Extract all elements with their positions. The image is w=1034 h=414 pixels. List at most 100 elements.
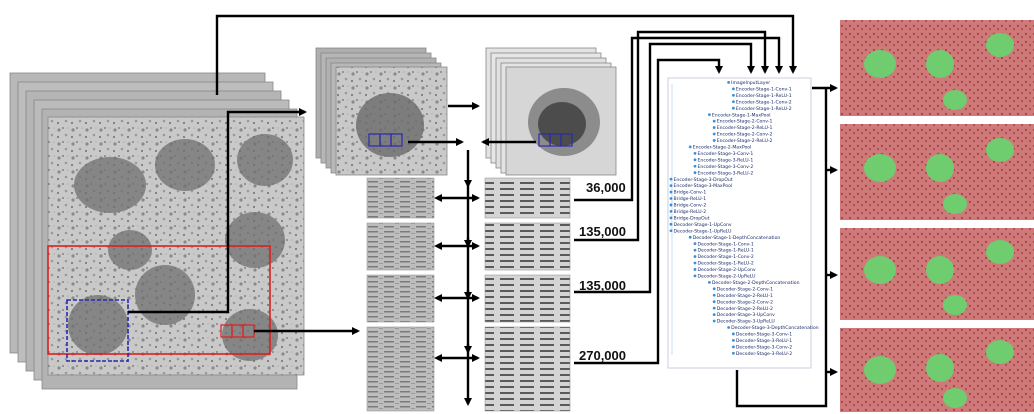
layer-label: Encoder-Stage-3-Conv-2 [698, 164, 754, 170]
layer-node [669, 177, 673, 181]
layer-node [712, 132, 716, 136]
layer-node [693, 171, 697, 175]
layer-label: ImageInputLayer [731, 80, 770, 86]
layer-node [669, 216, 673, 220]
layer-label: Encoder-Stage-1-Conv-1 [736, 86, 792, 92]
layer-label: Encoder-Stage-2-ReLU-1 [717, 125, 773, 131]
layer-label: Encoder-Stage-3-ReLU-2 [698, 170, 754, 176]
crop-blue-box [66, 299, 129, 362]
patch-count-4: 270,000 [579, 348, 626, 363]
layer-node [712, 319, 716, 323]
layer-node [669, 197, 673, 200]
layer-node [669, 190, 673, 194]
input-image-stack [9, 72, 305, 390]
layer-label: Decoder-Stage-1-UpReLU [674, 228, 732, 234]
patch-count-1: 36,000 [586, 180, 626, 195]
layer-label: Bridge-DropOut [674, 215, 710, 221]
layer-label: Encoder-Stage-1-Conv-2 [736, 99, 792, 105]
layer-label: Decoder-Stage-2-Conv-2 [717, 299, 773, 305]
layer-label: Bridge-ReLU-2 [674, 209, 707, 215]
layer-label: Bridge-Conv-2 [674, 203, 707, 209]
layer-node [693, 164, 697, 168]
layer-label: Encoder-Stage-3-DropOut [674, 177, 733, 183]
layer-label: Decoder-Stage-3-Conv-1 [736, 332, 792, 338]
layer-label: Encoder-Stage-1-MaxPool [712, 112, 771, 118]
layer-label: Encoder-Stage-2-MaxPool [693, 145, 752, 151]
layer-label: Decoder-Stage-3-UpReLU [717, 319, 775, 325]
cropped-image-stack [315, 47, 448, 176]
output-overlay-2 [840, 124, 1034, 220]
patch-count-2: 135,000 [579, 224, 626, 239]
label-mask-stack [485, 47, 617, 176]
layer-label: Decoder-Stage-3-UpConv [717, 312, 775, 318]
layer-label: Decoder-Stage-2-ReLU-2 [717, 306, 773, 312]
layer-label: Decoder-Stage-3-Conv-2 [736, 344, 792, 350]
layer-label: Decoder-Stage-3-ReLU-2 [736, 351, 792, 357]
layer-node [693, 242, 697, 246]
layer-label: Decoder-Stage-2-ReLU-1 [717, 293, 773, 299]
layer-node [732, 106, 735, 110]
layer-node [712, 313, 716, 316]
layer-node [669, 203, 673, 207]
layer-node [732, 93, 735, 97]
layer-label: Decoder-Stage-1-ReLU-2 [698, 261, 754, 267]
layer-node [693, 255, 697, 258]
patch-window-blue-1 [368, 133, 403, 147]
unet-layer-graph: ImageInputLayerEncoder-Stage-1-Conv-1Enc… [667, 77, 819, 369]
image-patch-column [366, 177, 435, 412]
layer-node [669, 229, 673, 233]
layer-node [732, 351, 735, 355]
layer-node [693, 158, 697, 162]
layer-node [669, 210, 673, 213]
patch-count-3: 135,000 [579, 278, 626, 293]
layer-node [727, 326, 730, 329]
layer-node [732, 87, 735, 91]
flow-arrows [128, 14, 838, 408]
layer-node [712, 119, 716, 123]
output-overlay-3 [840, 228, 1034, 320]
layer-label: Decoder-Stage-1-Conv-2 [698, 254, 754, 260]
layer-node [732, 339, 735, 342]
layer-label: Decoder-Stage-1-Conv-1 [698, 241, 754, 247]
layer-node [727, 81, 730, 84]
layer-label: Encoder-Stage-2-Conv-1 [717, 119, 773, 125]
layer-label: Decoder-Stage-2-UpReLU [698, 274, 756, 280]
layer-node [712, 293, 716, 297]
layer-node [712, 126, 716, 129]
layer-label: Decoder-Stage-1-UpConv [674, 222, 732, 228]
output-overlay-1 [840, 20, 1034, 116]
layer-label: Bridge-Conv-1 [674, 190, 707, 196]
layer-label: Encoder-Stage-1-ReLU-2 [736, 106, 792, 112]
layer-node [732, 332, 735, 336]
layer-label: Decoder-Stage-1-ReLU-1 [698, 248, 754, 254]
layer-node [712, 287, 716, 291]
layer-node [669, 184, 673, 188]
layer-node [712, 300, 716, 304]
layer-node [688, 235, 692, 239]
layer-node [693, 248, 697, 252]
layer-node [732, 100, 735, 104]
layer-node [732, 345, 735, 349]
mask-patch-column [484, 177, 571, 412]
roi-red-box [47, 245, 271, 355]
layer-label: Bridge-ReLU-1 [674, 196, 707, 202]
layer-label: Decoder-Stage-2-Conv-1 [717, 286, 773, 292]
layer-node [693, 268, 697, 271]
output-overlays [840, 20, 1034, 412]
layer-label: Encoder-Stage-2-Conv-2 [717, 132, 773, 138]
layer-label: Encoder-Stage-3-ReLU-1 [698, 157, 754, 163]
layer-label: Decoder-Stage-2-UpConv [698, 267, 756, 273]
layer-label: Decoder-Stage-2-DepthConcatenation [712, 280, 800, 286]
layer-list: ImageInputLayerEncoder-Stage-1-Conv-1Enc… [669, 80, 819, 357]
output-overlay-4 [840, 328, 1034, 412]
layer-label: Decoder-Stage-3-DepthConcatenation [731, 325, 819, 331]
layer-node [693, 151, 697, 155]
layer-node [693, 274, 697, 278]
layer-node [712, 306, 716, 310]
layer-node [669, 222, 673, 226]
layer-node [712, 139, 716, 142]
layer-node [708, 280, 711, 284]
layer-label: Encoder-Stage-1-ReLU-1 [736, 93, 792, 99]
layer-node [693, 261, 697, 265]
